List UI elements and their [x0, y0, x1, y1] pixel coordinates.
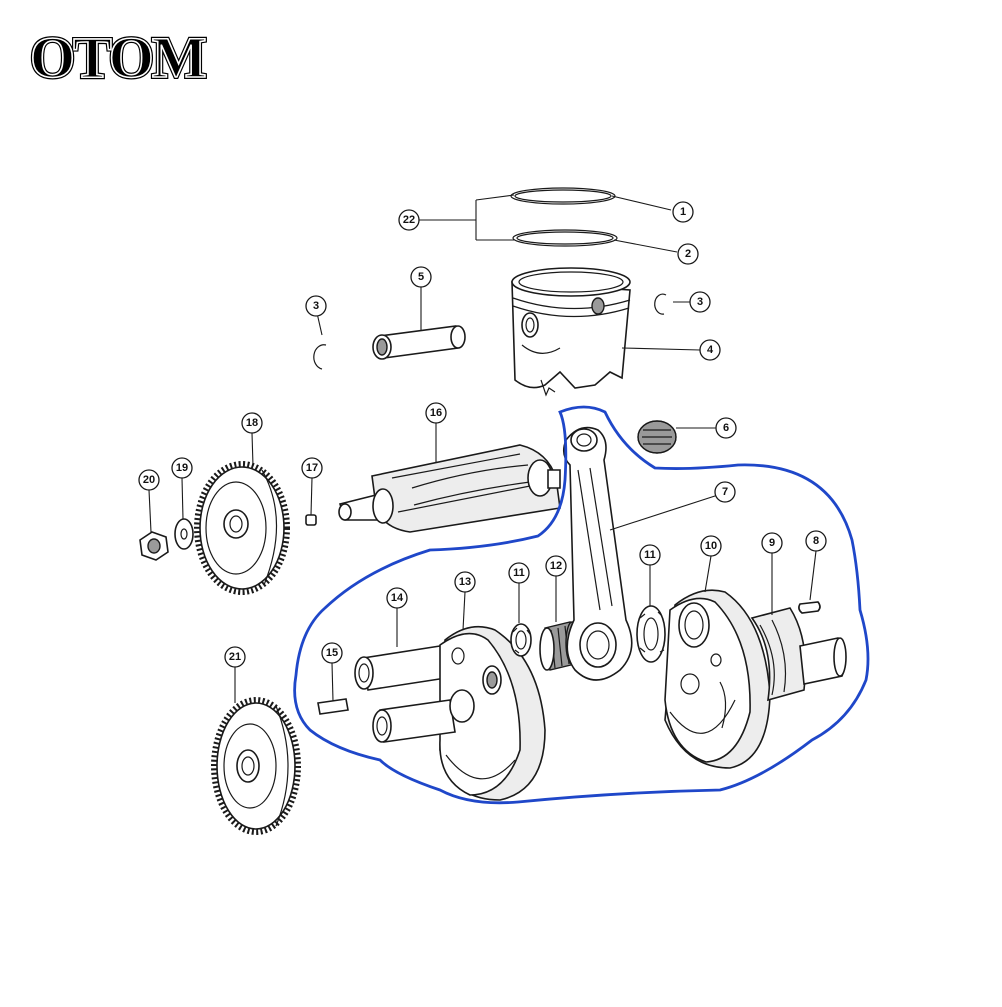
- svg-text:16: 16: [430, 407, 442, 419]
- callout-17: 17: [301, 457, 323, 479]
- callout-8: 8: [805, 530, 827, 552]
- nut: [139, 531, 169, 561]
- svg-text:1: 1: [680, 206, 686, 218]
- thrust-washer-right: [636, 605, 666, 663]
- svg-text:20: 20: [143, 474, 155, 486]
- connecting-rod: [562, 426, 633, 681]
- svg-text:19: 19: [176, 462, 188, 474]
- crank-half-right: [664, 589, 771, 769]
- main-shaft: [750, 607, 847, 702]
- callout-20: 20: [138, 469, 160, 491]
- svg-text:9: 9: [769, 537, 775, 549]
- crank-half-left: [372, 625, 546, 801]
- svg-text:3: 3: [313, 300, 319, 312]
- svg-text:21: 21: [229, 651, 241, 663]
- callout-2: 2: [677, 243, 699, 265]
- svg-text:4: 4: [707, 344, 714, 356]
- callout-15: 15: [321, 642, 343, 664]
- callout-3-right: 3: [689, 291, 711, 313]
- callout-10: 10: [700, 535, 722, 557]
- logo-outline: OTOM: [30, 25, 206, 90]
- thrust-washer-left: [510, 623, 532, 657]
- piston-pin: [372, 325, 466, 360]
- circlip-right: [654, 293, 667, 315]
- balance-gear: [194, 461, 290, 595]
- crank-gear: [211, 697, 301, 835]
- svg-text:10: 10: [705, 540, 717, 552]
- balance-shaft: [338, 444, 561, 533]
- callout-11-left: 11: [508, 562, 530, 584]
- leader-lines: [148, 194, 817, 703]
- crankshaft-assembly-highlight: [293, 405, 870, 805]
- callout-7: 7: [714, 481, 736, 503]
- callout-4: 4: [699, 339, 721, 361]
- callout-5: 5: [410, 266, 432, 288]
- small-end-bearing: [637, 420, 677, 454]
- callout-1: 1: [672, 201, 694, 223]
- callout-21: 21: [224, 646, 246, 668]
- piston-ring-upper: [510, 187, 616, 205]
- woodruff-key-main: [798, 601, 821, 614]
- svg-text:12: 12: [550, 560, 562, 572]
- svg-text:17: 17: [306, 462, 318, 474]
- svg-text:8: 8: [813, 535, 819, 547]
- woodruff-key-crank: [317, 698, 349, 715]
- callouts: 1 2 3 3 4 5 6 7 8 9 10 11 11 12 13 14 15…: [138, 201, 827, 668]
- piston: [511, 267, 631, 397]
- piston-ring-lower: [512, 229, 618, 247]
- svg-text:13: 13: [459, 576, 471, 588]
- svg-text:11: 11: [513, 567, 525, 579]
- svg-text:14: 14: [391, 592, 404, 604]
- svg-text:3: 3: [697, 296, 703, 308]
- svg-text:5: 5: [418, 271, 424, 283]
- callout-14: 14: [386, 587, 408, 609]
- woodruff-key-small: [305, 514, 317, 526]
- brand-logo: OTOM OTOM: [28, 23, 210, 92]
- callout-16: 16: [425, 402, 447, 424]
- washer: [174, 518, 194, 550]
- logo-text: OTOM: [30, 25, 206, 90]
- svg-text:6: 6: [723, 422, 729, 434]
- svg-text:15: 15: [326, 647, 338, 659]
- callout-9: 9: [761, 532, 783, 554]
- crank-pin: [354, 645, 447, 691]
- callout-22: 22: [398, 209, 420, 231]
- svg-text:18: 18: [246, 417, 258, 429]
- callout-13: 13: [454, 571, 476, 593]
- svg-text:7: 7: [722, 486, 728, 498]
- callout-6: 6: [715, 417, 737, 439]
- callout-18: 18: [241, 412, 263, 434]
- callout-19: 19: [171, 457, 193, 479]
- svg-text:22: 22: [403, 214, 415, 226]
- circlip-left: [313, 344, 327, 370]
- svg-text:2: 2: [685, 248, 691, 260]
- callout-12: 12: [545, 555, 567, 577]
- callout-3-left: 3: [305, 295, 327, 317]
- svg-text:11: 11: [644, 549, 656, 561]
- callout-11-right: 11: [639, 544, 661, 566]
